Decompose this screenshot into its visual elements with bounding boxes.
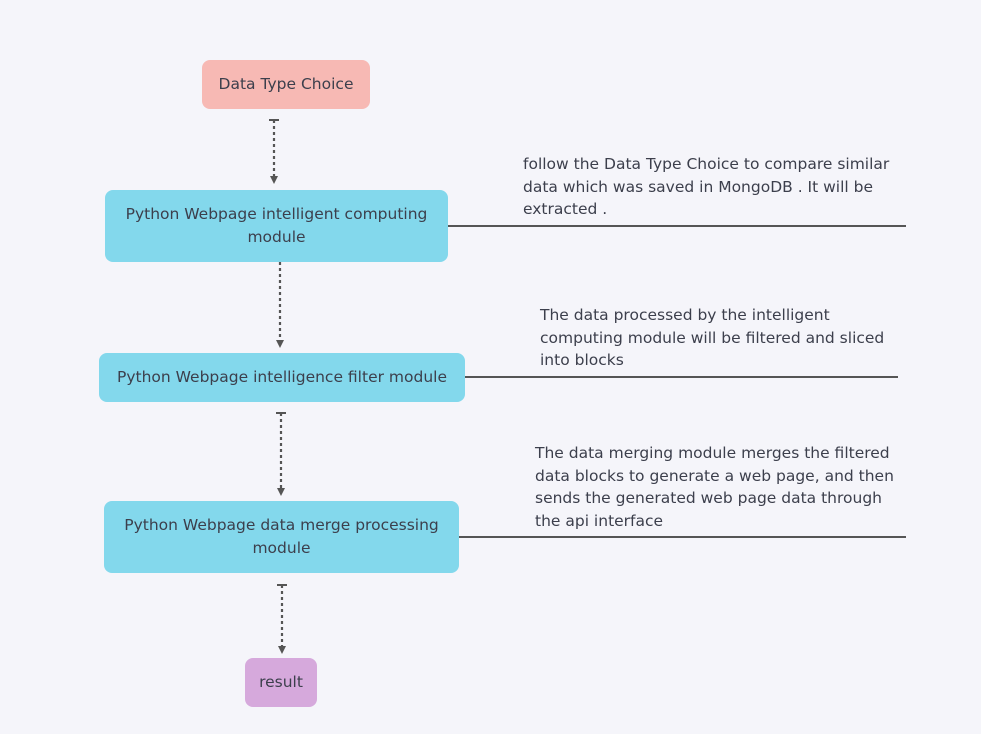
node-data-type-choice-label: Data Type Choice bbox=[218, 75, 354, 93]
node-intelligence-filter-module[interactable]: Python Webpage intelligence filter modul… bbox=[99, 353, 465, 402]
note-computing-line: data which was saved in MongoDB . It wil… bbox=[523, 177, 874, 196]
note-filter: The data processed by the intelligent co… bbox=[540, 304, 884, 372]
note-computing-line: extracted . bbox=[523, 200, 608, 218]
node-intelligent-computing-module-label: Python Webpage intelligent computing mod… bbox=[125, 205, 428, 246]
note-merge-line: data blocks to generate a web page, and … bbox=[535, 466, 894, 485]
note-computing-line: follow the Data Type Choice to compare s… bbox=[523, 155, 890, 173]
note-filter-line: The data processed by the intelligent bbox=[540, 306, 830, 324]
node-result[interactable]: result bbox=[245, 658, 317, 707]
arrow-filter-to-merge bbox=[276, 412, 286, 496]
note-merge: The data merging module merges the filte… bbox=[535, 442, 894, 532]
node-result-label: result bbox=[259, 673, 303, 691]
node-intelligent-computing-module[interactable]: Python Webpage intelligent computing mod… bbox=[105, 190, 448, 262]
note-computing: follow the Data Type Choice to compare s… bbox=[523, 153, 889, 221]
note-filter-line: computing module will be filtered and sl… bbox=[540, 328, 885, 347]
node-intelligence-filter-module-label: Python Webpage intelligence filter modul… bbox=[116, 368, 447, 386]
note-filter-line: into blocks bbox=[540, 351, 624, 369]
arrow-start-to-computing bbox=[269, 119, 279, 184]
node-data-type-choice[interactable]: Data Type Choice bbox=[202, 60, 370, 109]
note-merge-line: the api interface bbox=[535, 511, 664, 530]
arrow-computing-to-filter bbox=[275, 249, 285, 348]
note-merge-line: sends the generated web page data throug… bbox=[535, 489, 882, 507]
node-data-merge-processing-module-label: Python Webpage data merge processing mod… bbox=[124, 516, 439, 557]
arrow-merge-to-result bbox=[277, 584, 287, 654]
node-data-merge-processing-module[interactable]: Python Webpage data merge processing mod… bbox=[104, 501, 459, 573]
note-merge-line: The data merging module merges the filte… bbox=[535, 444, 890, 462]
